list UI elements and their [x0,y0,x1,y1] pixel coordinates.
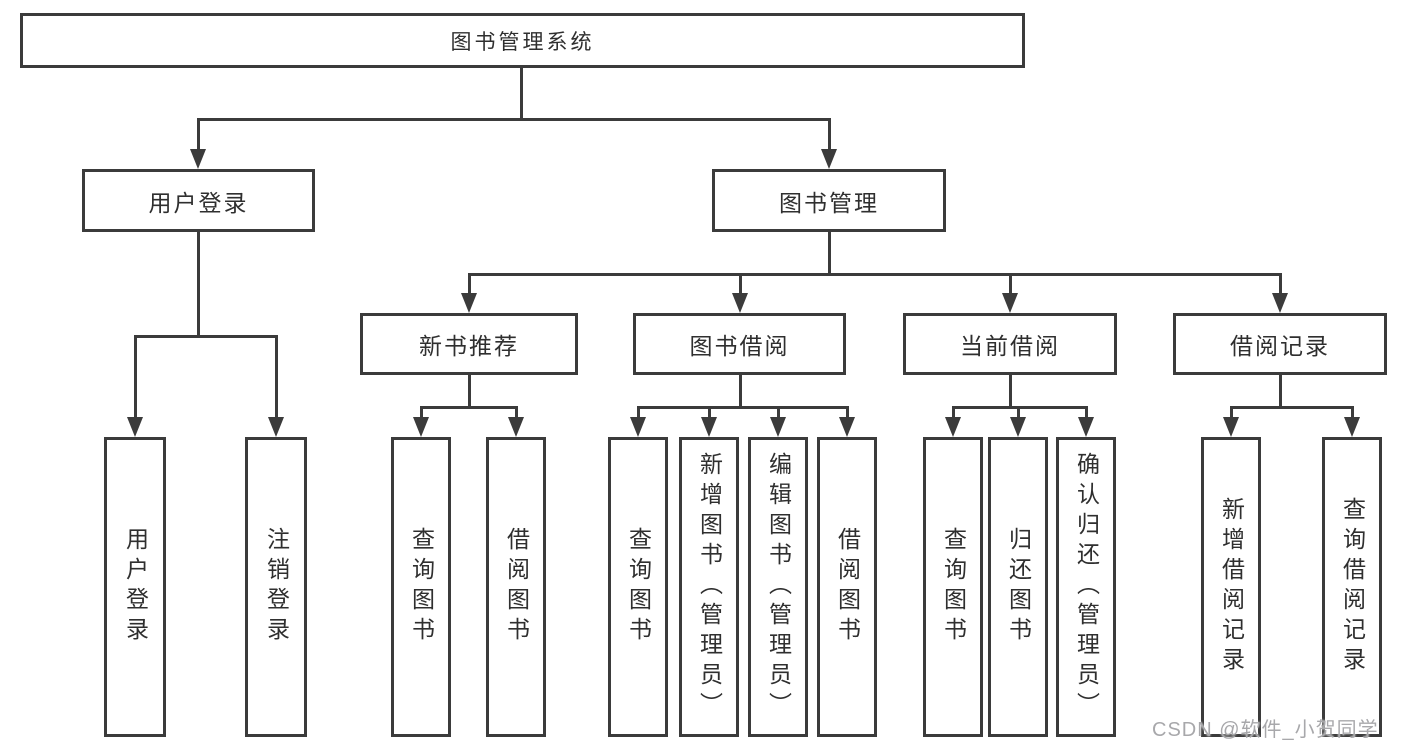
connector-hline [197,118,831,121]
connector-vline [739,273,742,296]
connector-vline [828,232,831,273]
arrowhead-down-icon [127,417,143,437]
arrowhead-down-icon [508,417,524,437]
arrowhead-down-icon [461,293,477,313]
arrowhead-down-icon [1010,417,1026,437]
connector-vline [1017,406,1020,420]
leaf-newbook-query-books: 查询图书 [391,437,451,737]
leaf-record-add-borrow-record: 新增借阅记录 [1201,437,1261,737]
connector-vline [739,375,742,406]
connector-vline [777,406,780,420]
leaf-current-query-books: 查询图书 [923,437,983,737]
connector-vline [637,406,640,420]
connector-vline [515,406,518,420]
leaf-borrow-borrow-books: 借阅图书 [817,437,877,737]
connector-vline [420,406,423,420]
connector-vline [134,335,137,420]
arrowhead-down-icon [839,417,855,437]
node-book-borrow: 图书借阅 [633,313,846,375]
connector-vline [952,406,955,420]
connector-vline [1351,406,1354,420]
watermark: CSDN @软件_小贺同学 [1152,719,1379,741]
leaf-newbook-borrow-books: 借阅图书 [486,437,546,737]
node-current-borrow: 当前借阅 [903,313,1117,375]
leaf-logout: 注销登录 [245,437,307,737]
arrowhead-down-icon [1344,417,1360,437]
arrowhead-down-icon [268,417,284,437]
connector-vline [197,232,200,335]
node-root: 图书管理系统 [20,13,1025,68]
arrowhead-down-icon [945,417,961,437]
leaf-borrow-add-books-admin: 新增图书（管理员） [679,437,739,737]
connector-vline [708,406,711,420]
node-borrow-record: 借阅记录 [1173,313,1387,375]
arrowhead-down-icon [732,293,748,313]
connector-vline [1009,375,1012,406]
connector-vline [846,406,849,420]
connector-vline [520,68,523,118]
arrowhead-down-icon [413,417,429,437]
leaf-borrow-edit-books-admin: 编辑图书（管理员） [748,437,808,737]
connector-hline [420,406,518,409]
node-user-login: 用户登录 [82,169,315,232]
arrowhead-down-icon [1272,293,1288,313]
connector-hline [952,406,1088,409]
node-book-management: 图书管理 [712,169,946,232]
leaf-user-login: 用户登录 [104,437,166,737]
connector-vline [1230,406,1233,420]
connector-vline [275,335,278,420]
arrowhead-down-icon [1078,417,1094,437]
connector-vline [1085,406,1088,420]
connector-vline [197,118,200,152]
arrowhead-down-icon [190,149,206,169]
arrowhead-down-icon [770,417,786,437]
connector-vline [1279,273,1282,296]
node-new-book-recommend: 新书推荐 [360,313,578,375]
arrowhead-down-icon [1223,417,1239,437]
connector-vline [828,118,831,152]
leaf-current-return-books: 归还图书 [988,437,1048,737]
connector-hline [134,335,278,338]
leaf-record-query-borrow-record: 查询借阅记录 [1322,437,1382,737]
connector-hline [468,273,1282,276]
connector-hline [637,406,849,409]
connector-vline [468,375,471,406]
arrowhead-down-icon [821,149,837,169]
connector-hline [1230,406,1354,409]
connector-vline [1009,273,1012,296]
arrowhead-down-icon [1002,293,1018,313]
connector-vline [1279,375,1282,406]
arrowhead-down-icon [701,417,717,437]
leaf-current-confirm-return-admin: 确认归还（管理员） [1056,437,1116,737]
connector-vline [468,273,471,296]
arrowhead-down-icon [630,417,646,437]
leaf-borrow-query-books: 查询图书 [608,437,668,737]
